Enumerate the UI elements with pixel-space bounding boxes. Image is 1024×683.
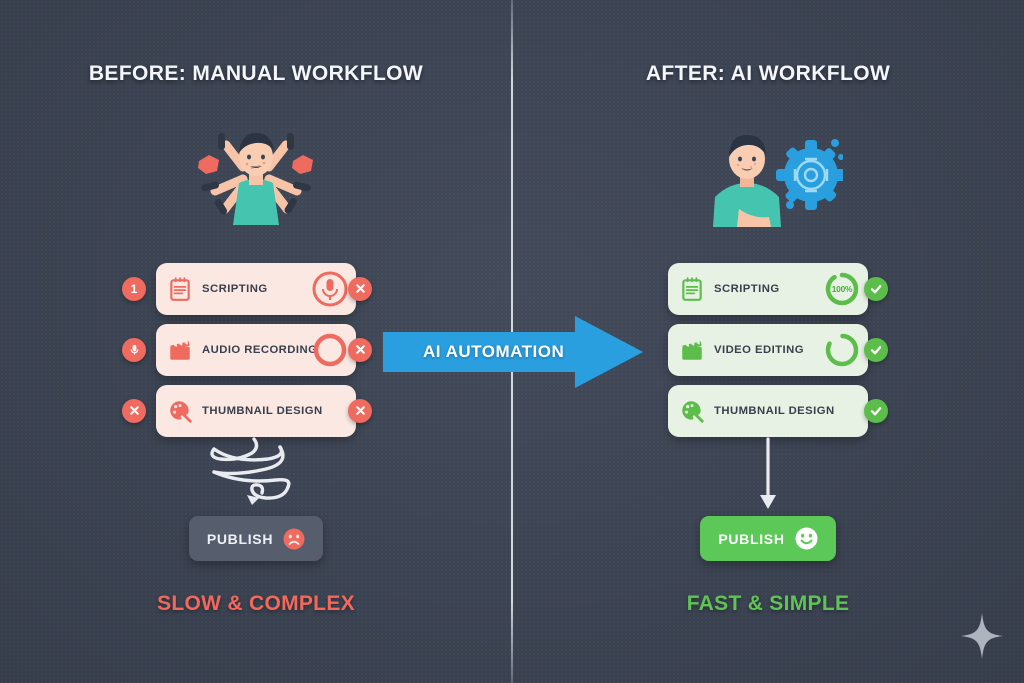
- task-card-thumbnail-design[interactable]: THUMBNAIL DESIGN: [156, 384, 356, 437]
- progress-percent: 100%: [831, 283, 853, 294]
- task-card-audio-recording[interactable]: AUDIO RECORDING: [156, 323, 356, 376]
- after-publish-area: PUBLISH: [512, 516, 1024, 561]
- ai-automation-arrow[interactable]: AI AUTOMATION: [383, 316, 643, 388]
- before-panel: BEFORE: MANUAL WORKFLOW: [0, 62, 512, 615]
- empty-progress-ring-icon: [313, 333, 347, 366]
- after-heading: AFTER: AI WORKFLOW: [645, 62, 891, 85]
- x-mark-icon: [348, 398, 372, 423]
- task-row[interactable]: AUDIO RECORDING: [0, 319, 512, 380]
- task-row[interactable]: 1 SCRIPTING: [0, 258, 512, 319]
- before-heading: BEFORE: MANUAL WORKFLOW: [88, 62, 424, 85]
- task-label: THUMBNAIL DESIGN: [202, 404, 323, 417]
- publish-button[interactable]: PUBLISH: [700, 516, 836, 561]
- clapperboard-icon: [170, 340, 190, 360]
- check-mark-icon: [864, 398, 888, 423]
- task-card-thumbnail-design[interactable]: THUMBNAIL DESIGN: [668, 384, 868, 437]
- task-card-scripting[interactable]: SCRIPTING 100%: [668, 262, 868, 315]
- clapperboard-icon: [682, 340, 702, 360]
- ai-automation-label: AI AUTOMATION: [423, 342, 565, 361]
- task-label: SCRIPTING: [202, 282, 268, 295]
- notepad-icon: [170, 276, 190, 301]
- task-label: SCRIPTING: [714, 282, 780, 295]
- before-caption: SLOW & COMPLEX: [157, 592, 355, 615]
- after-panel: AFTER: AI WORKFLOW: [512, 0, 1024, 683]
- after-caption: FAST & SIMPLE: [686, 592, 850, 615]
- after-task-list: SCRIPTING 100% VIDEO EDITING: [512, 258, 1024, 441]
- x-mark-icon: [348, 337, 372, 362]
- task-row[interactable]: THUMBNAIL DESIGN: [0, 380, 512, 441]
- tangled-squiggly-arrow-icon: [0, 436, 512, 514]
- relaxed-person-with-ai-gear-icon: [512, 118, 1024, 233]
- check-mark-icon: [864, 276, 888, 301]
- task-label: THUMBNAIL DESIGN: [714, 404, 835, 417]
- task-row[interactable]: VIDEO EDITING: [512, 319, 1024, 380]
- progress-ring-icon: [825, 333, 859, 366]
- task-label: AUDIO RECORDING: [202, 343, 318, 356]
- task-card-scripting[interactable]: SCRIPTING: [156, 262, 356, 315]
- x-mark-icon: [122, 398, 146, 423]
- microphone-ring-icon: [312, 271, 348, 306]
- publish-button[interactable]: PUBLISH: [188, 516, 324, 561]
- smiley-face-icon: [795, 527, 818, 550]
- task-label: VIDEO EDITING: [714, 343, 804, 356]
- x-mark-icon: [348, 276, 372, 301]
- sparkle-star-icon: [960, 612, 1004, 665]
- notepad-icon: [682, 276, 702, 301]
- palette-icon: [170, 400, 192, 423]
- publish-label: PUBLISH: [206, 530, 274, 547]
- before-task-list: 1 SCRIPTING: [0, 258, 512, 441]
- task-row[interactable]: THUMBNAIL DESIGN: [512, 380, 1024, 441]
- task-row[interactable]: SCRIPTING 100%: [512, 258, 1024, 319]
- right-arrow-banner-icon: [383, 316, 643, 388]
- sad-face-icon: [283, 528, 305, 549]
- progress-ring-icon: [825, 272, 859, 305]
- task-card-video-editing[interactable]: VIDEO EDITING: [668, 323, 868, 376]
- microphone-icon: [122, 337, 146, 362]
- overwhelmed-multitasking-person-icon: [0, 118, 512, 233]
- before-publish-area: PUBLISH: [0, 516, 512, 561]
- number-badge: 1: [122, 276, 146, 301]
- palette-icon: [682, 400, 704, 423]
- publish-label: PUBLISH: [718, 530, 785, 547]
- check-mark-icon: [864, 337, 888, 362]
- straight-down-arrow-icon: [512, 436, 1024, 514]
